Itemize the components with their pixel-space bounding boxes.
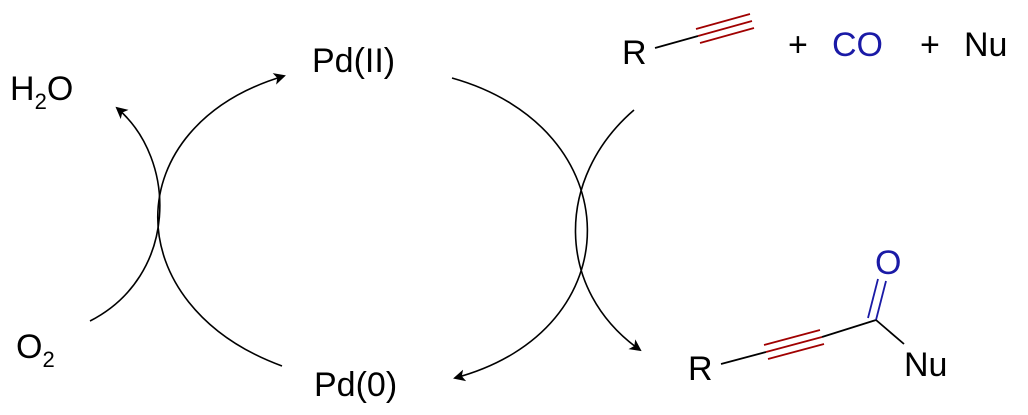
pd0-label: Pd(0)	[314, 366, 397, 404]
arc-pd2-to-pd0	[451, 77, 589, 382]
plus-sign-1: +	[788, 26, 808, 64]
product-nu-bond	[875, 319, 905, 345]
oxygen-label: O2	[16, 328, 55, 372]
reactant-alkyne-bond	[654, 35, 699, 49]
reactant-triple-bond	[695, 13, 755, 44]
reactant-r-group: R	[622, 34, 647, 72]
product-nucleophile: Nu	[904, 346, 947, 384]
plus-sign-2: +	[920, 26, 940, 64]
reactant-nucleophile: Nu	[964, 26, 1007, 64]
arc-pd0-to-pd2	[156, 73, 286, 367]
carbon-monoxide-label: CO	[832, 26, 883, 64]
product-r-group: R	[688, 350, 713, 388]
water-label: H2O	[10, 70, 73, 114]
product-r-bond	[720, 351, 767, 365]
pd2-label: Pd(II)	[312, 42, 395, 80]
product-c-o-double-bond	[867, 278, 887, 321]
product-carbonyl-bond	[821, 319, 877, 338]
product-triple-bond	[763, 329, 825, 360]
product-carbonyl-oxygen: O	[875, 244, 901, 282]
arc-o2-to-h2o	[89, 106, 161, 322]
arc-reactants-to-product	[574, 109, 642, 352]
